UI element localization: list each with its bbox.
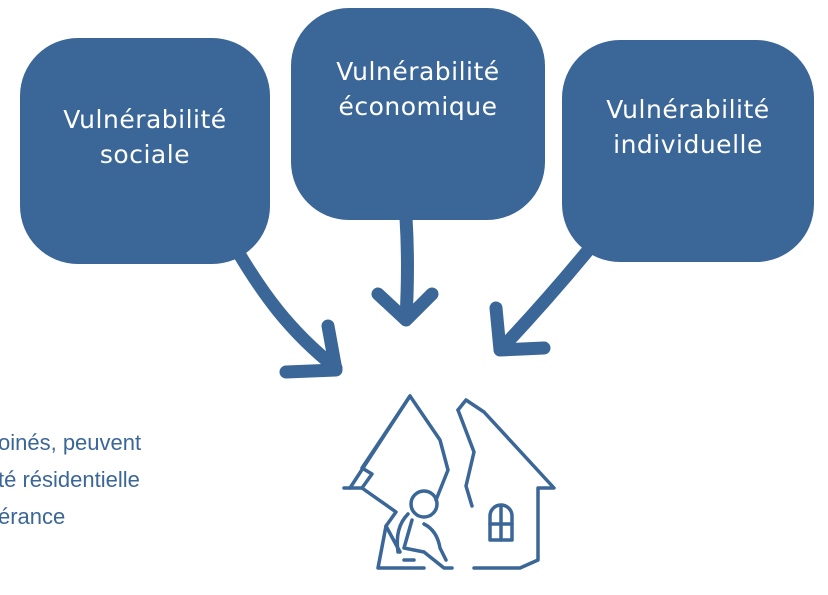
bubble-economic-line-1: Vulnérabilité xyxy=(336,57,500,86)
bubble-social-vulnerability: Vulnérabilité sociale xyxy=(20,38,270,264)
bubble-individual-vulnerability: Vulnérabilité individuelle xyxy=(562,40,814,262)
bubble-individual-line-2: individuelle xyxy=(613,130,763,159)
side-text-line-1: oinés, peuvent xyxy=(0,430,142,455)
bubble-economic-vulnerability: Vulnérabilité économique xyxy=(291,8,545,220)
bubble-individual-line-1: Vulnérabilité xyxy=(606,95,770,124)
side-text-line-2: té résidentielle xyxy=(0,467,140,492)
cropped-description-text: oinés, peuvent té résidentielle érance xyxy=(0,424,143,535)
broken-house-person-icon xyxy=(342,394,556,570)
bubble-social-line-1: Vulnérabilité xyxy=(63,105,227,134)
bubble-social-line-2: sociale xyxy=(99,140,191,169)
arrow-individual-to-house xyxy=(489,241,597,357)
bubble-economic-line-2: économique xyxy=(338,92,498,121)
arrow-economic-to-house xyxy=(371,211,439,327)
side-text-line-3: érance xyxy=(0,504,66,529)
arrow-social-to-house xyxy=(231,245,343,379)
